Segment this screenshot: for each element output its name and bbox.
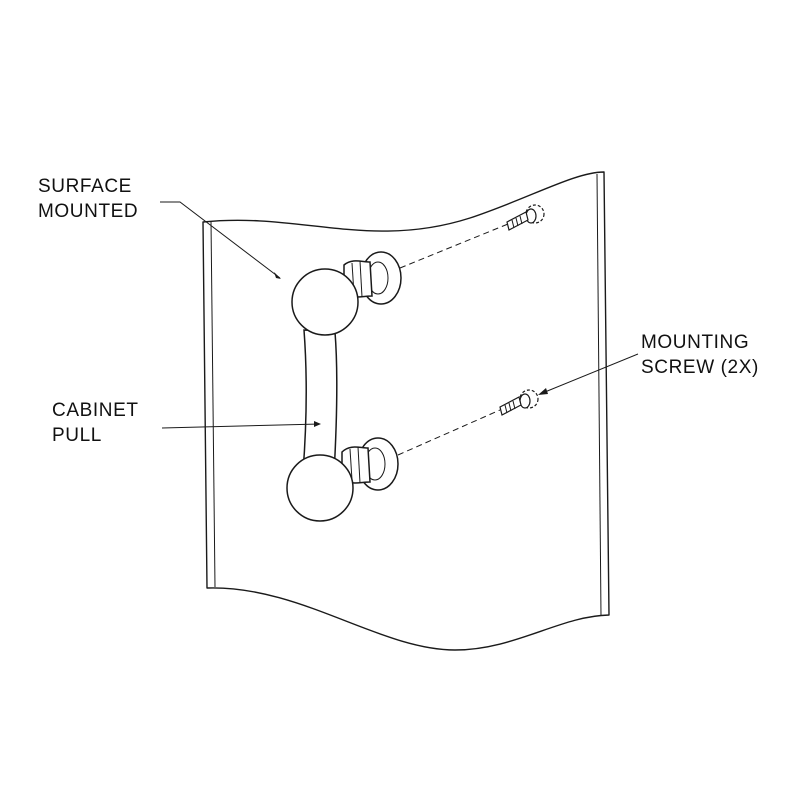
surface-mounted-line-2: MOUNTED [38, 201, 139, 222]
cabinet-pull-line-2: PULL [52, 425, 102, 446]
cabinet-pull-arrowhead [314, 421, 321, 427]
cabinet-panel [202, 171, 610, 651]
upper-mounting-screw [506, 204, 545, 231]
panel-edge-left [210, 220, 216, 588]
upper-knob [291, 268, 359, 336]
panel-edge-right [596, 173, 602, 617]
upper-assembly-line [399, 223, 509, 269]
surface-mounted-leader [160, 201, 281, 279]
surface-mounted-arrowhead [274, 272, 281, 279]
surface-mounted-line-1: SURFACE [38, 176, 132, 197]
cabinet-pull-line-1: CABINET [52, 400, 139, 421]
assembly-lines [397, 223, 509, 456]
mounting-screw-line-1: MOUNTING [641, 332, 750, 353]
surface-mounted-label: SURFACE MOUNTED [38, 174, 138, 224]
mounting-screw-line-2: SCREW (2X) [641, 357, 759, 378]
cabinet-pull [286, 251, 402, 522]
lower-mounting-screw [499, 389, 539, 416]
mounting-screw-label: MOUNTING SCREW (2X) [641, 330, 759, 380]
cabinet-pull-label: CABINET PULL [52, 398, 139, 448]
leader-lines [160, 201, 639, 429]
lower-knob [286, 454, 354, 522]
panel-outline [202, 171, 610, 651]
mounting-screw-arrowhead [538, 388, 548, 395]
lower-assembly-line [397, 409, 501, 456]
cabinet-pull-leader [161, 423, 321, 429]
pull-bar [302, 329, 338, 475]
mounting-screw-leader [539, 353, 639, 395]
leader-arrowheads [274, 272, 548, 427]
